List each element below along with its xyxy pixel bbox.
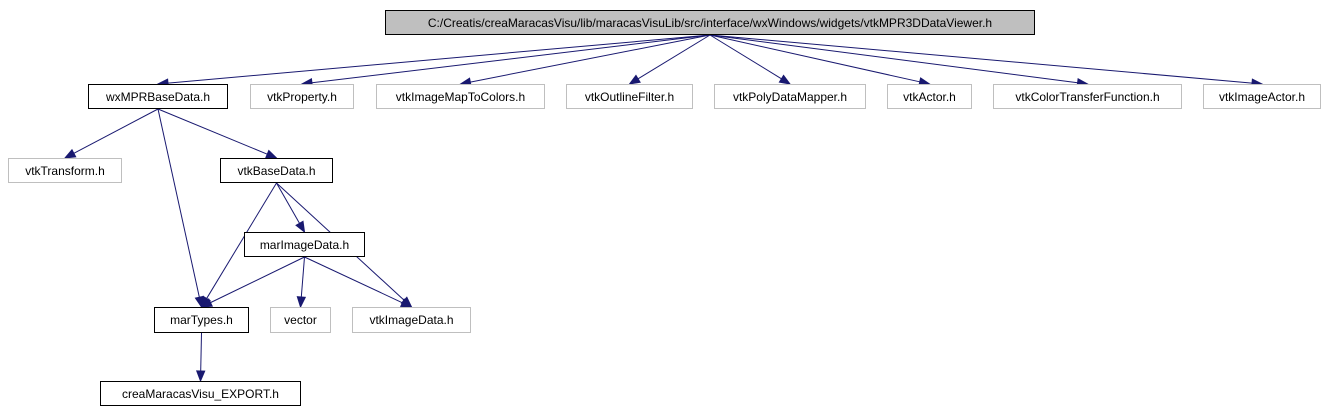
edge-marImageData-to-vector [300,256,305,298]
edge-wxMPRBaseData-to-marTypes [157,108,200,298]
arrowhead-root-to-vtkPolyDataMapper [778,74,792,85]
node-vtkproperty: vtkProperty.h [250,84,354,109]
node-marimagedata[interactable]: marImageData.h [244,232,365,257]
edge-root-to-vtkPolyDataMapper [709,34,782,80]
arrowhead-wxMPRBaseData-to-vtkBaseData [264,149,278,159]
node-creamaracasvisu-export[interactable]: creaMaracasVisu_EXPORT.h [100,381,301,406]
node-vector: vector [270,307,331,333]
node-vtkimagedata: vtkImageData.h [352,307,471,333]
edge-root-to-vtkColorTransferFunction [709,34,1078,84]
node-vtkmpr3ddataviewer-root: C:/Creatis/creaMaracasVisu/lib/maracasVi… [385,10,1035,35]
arrowhead-root-to-vtkOutlineFilter [628,74,641,85]
edge-wxMPRBaseData-to-vtkTransform [73,108,159,154]
edge-root-to-vtkProperty [311,34,711,84]
node-vtkimagemaptocolors: vtkImageMapToColors.h [376,84,545,109]
edge-root-to-wxMPRBaseData [167,34,711,84]
node-vtkbasedata[interactable]: vtkBaseData.h [220,158,333,183]
edge-root-to-vtkActor [709,34,920,83]
edge-marTypes-to-creaMaracasVisu_EXPORT [200,332,202,372]
edge-marImageData-to-vtkImageData [304,256,403,304]
arrowhead-marTypes-to-creaMaracasVisu_EXPORT [195,370,206,383]
edge-root-to-vtkImageMapToColors [470,34,711,83]
node-wxmprbasedata[interactable]: wxMPRBaseData.h [88,84,228,109]
node-vtkoutlinefilter: vtkOutlineFilter.h [566,84,693,109]
arrowhead-wxMPRBaseData-to-vtkTransform [63,148,77,159]
arrowhead-marImageData-to-marTypes [200,298,214,308]
node-martypes[interactable]: marTypes.h [154,307,249,333]
arrowhead-marImageData-to-vtkImageData [399,298,413,308]
node-vtkcolortransferfunction: vtkColorTransferFunction.h [993,84,1182,109]
arrowhead-vtkBaseData-to-marImageData [295,220,306,234]
node-vtkimageactor: vtkImageActor.h [1203,84,1321,109]
edge-wxMPRBaseData-to-vtkBaseData [157,108,268,155]
edge-vtkBaseData-to-marImageData [276,182,300,224]
edge-root-to-vtkOutlineFilter [637,34,711,80]
edge-vtkBaseData-to-marTypes [206,182,277,299]
edge-marImageData-to-marTypes [210,256,305,304]
node-vtkactor: vtkActor.h [887,84,972,109]
node-vtkpolydatamapper: vtkPolyDataMapper.h [714,84,866,109]
node-vtktransform: vtkTransform.h [8,158,122,183]
edge-root-to-vtkImageActor [709,34,1253,84]
arrowhead-marImageData-to-vector [296,296,307,309]
